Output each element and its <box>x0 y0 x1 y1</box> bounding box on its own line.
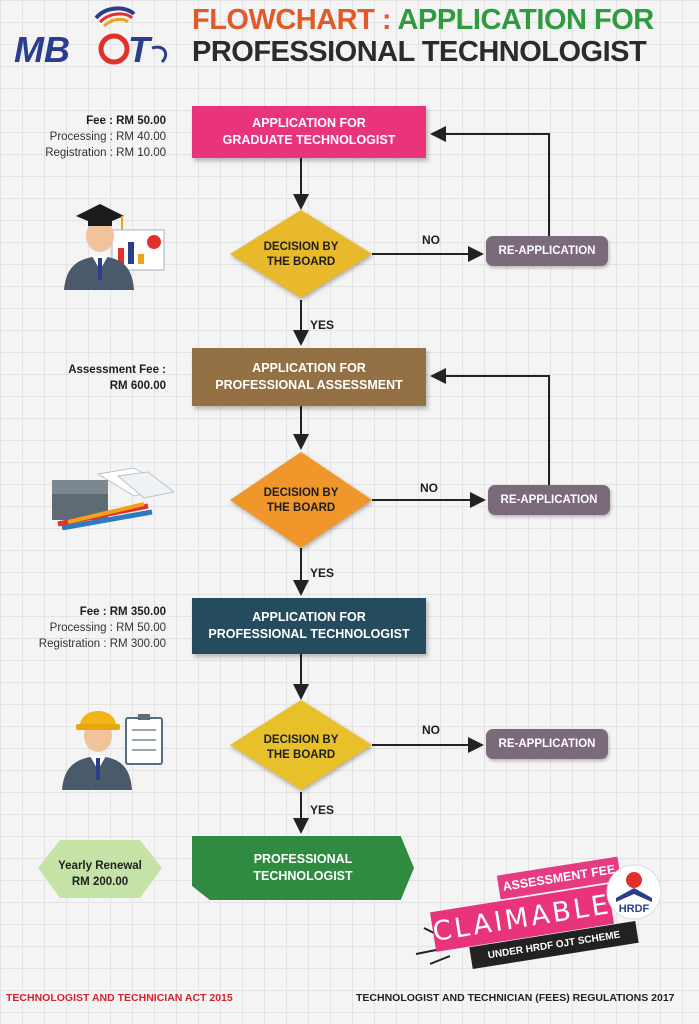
step3-line1: APPLICATION FOR <box>252 610 366 624</box>
no-label-1: NO <box>422 233 440 247</box>
step-graduate-technologist: APPLICATION FOR GRADUATE TECHNOLOGIST <box>192 106 426 158</box>
hrdf-logo-text: HRDF <box>618 903 650 915</box>
yes-label-3: YES <box>310 803 335 817</box>
reapplication-3: RE-APPLICATION <box>486 729 608 759</box>
assessment-fee-block: Assessment Fee : RM 600.00 <box>6 362 166 394</box>
svg-text:MB: MB <box>14 29 70 70</box>
hrdf-logo <box>606 864 662 920</box>
decision-diamond-1 <box>230 210 372 298</box>
decision-3-text: DECISION BY THE BOARD <box>246 733 356 763</box>
decision3-line1: DECISION BY <box>263 734 339 746</box>
professional-registration: Registration : RM 300.00 <box>38 638 166 650</box>
final-professional-technologist: PROFESSIONAL TECHNOLOGIST <box>192 836 414 900</box>
professional-fee-block: Fee : RM 350.00 Processing : RM 50.00 Re… <box>6 604 166 652</box>
graduate-processing: Processing : RM 40.00 <box>49 131 166 143</box>
step3-line2: PROFESSIONAL TECHNOLOGIST <box>208 627 410 641</box>
step-professional-assessment: APPLICATION FOR PROFESSIONAL ASSESSMENT <box>192 348 426 406</box>
final-line1: PROFESSIONAL <box>253 852 353 866</box>
renewal-amount: RM 200.00 <box>71 876 129 888</box>
documents-illustration <box>52 467 176 530</box>
step1-line2: GRADUATE TECHNOLOGIST <box>222 133 396 147</box>
reapplication-2: RE-APPLICATION <box>488 485 610 515</box>
assessment-fee-amount: RM 600.00 <box>109 380 166 392</box>
step-professional-technologist: APPLICATION FOR PROFESSIONAL TECHNOLOGIST <box>192 598 426 654</box>
mbot-logo: MB T <box>14 6 168 70</box>
decision1-line2: THE BOARD <box>266 256 336 268</box>
yearly-renewal: Yearly Renewal RM 200.00 <box>40 858 160 890</box>
renewal-label: Yearly Renewal <box>58 860 142 872</box>
svg-text:T: T <box>128 29 153 70</box>
title-part-1: FLOWCHART : <box>192 4 398 36</box>
assessment-fee-label: Assessment Fee : <box>68 364 166 376</box>
decision2-line1: DECISION BY <box>263 487 339 499</box>
title-part-2: APPLICATION FOR <box>397 4 655 36</box>
engineer-illustration <box>62 711 163 790</box>
title-line-1: FLOWCHART : APPLICATION FOR <box>192 4 654 37</box>
title-line-2: PROFESSIONAL TECHNOLOGIST <box>192 36 647 68</box>
yes-label-2: YES <box>310 566 335 580</box>
step2-line1: APPLICATION FOR <box>252 361 366 375</box>
renewal-hexagon <box>38 840 162 898</box>
decision3-line2: THE BOARD <box>266 749 336 761</box>
decision1-line1: DECISION BY <box>263 241 339 253</box>
decision-1-text: DECISION BY THE BOARD <box>246 240 356 270</box>
final-line2: TECHNOLOGIST <box>253 869 353 883</box>
footer-act: TECHNOLOGIST AND TECHNICIAN ACT 2015 <box>6 992 233 1004</box>
decision-2-text: DECISION BY THE BOARD <box>246 486 356 516</box>
decision2-line2: THE BOARD <box>266 502 336 514</box>
yes-label-1: YES <box>310 318 335 332</box>
step1-line1: APPLICATION FOR <box>252 116 366 130</box>
decision-diamond-3 <box>230 700 372 790</box>
reapplication-1: RE-APPLICATION <box>486 236 608 266</box>
no-label-3: NO <box>422 723 440 737</box>
graduate-fee-block: Fee : RM 50.00 Processing : RM 40.00 Reg… <box>6 113 166 161</box>
footer-regulations: TECHNOLOGIST AND TECHNICIAN (FEES) REGUL… <box>356 992 675 1004</box>
graduate-fee: Fee : RM 50.00 <box>86 115 166 127</box>
step2-line2: PROFESSIONAL ASSESSMENT <box>215 378 403 392</box>
professional-processing: Processing : RM 50.00 <box>49 622 166 634</box>
graduate-registration: Registration : RM 10.00 <box>45 147 166 159</box>
no-label-2: NO <box>420 481 438 495</box>
graduate-illustration <box>64 204 165 290</box>
professional-fee: Fee : RM 350.00 <box>79 606 166 618</box>
decision-diamond-2 <box>230 452 372 548</box>
